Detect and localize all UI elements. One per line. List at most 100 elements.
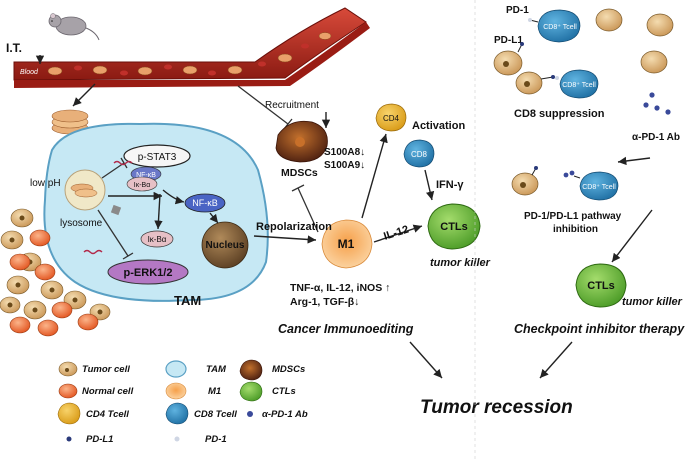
anti-pd1-antibodies: [643, 92, 671, 115]
tam-label: TAM: [174, 293, 201, 308]
blood-label: Blood: [20, 69, 39, 76]
cd8-tcell-mid: [559, 69, 599, 99]
legend-pd1-label: PD-1: [205, 434, 227, 445]
legend-pdl1-label: PD-L1: [86, 434, 113, 445]
perk-node: [107, 259, 189, 285]
cd8-tcell-top: [537, 9, 581, 43]
cd8-to-ctl-arrow: [424, 169, 435, 201]
tumor-cell-inhib: [511, 172, 539, 196]
inhibit-mdsc: [291, 184, 319, 233]
legend-pdl1-icon: [66, 436, 72, 442]
ctl-cell-right: [575, 263, 627, 308]
tumor-cell-top: [493, 50, 523, 76]
antibody-arrow: [617, 156, 651, 166]
repolarization-label: Repolarization: [256, 221, 332, 233]
inhibit-erk: [97, 209, 134, 260]
dna-icon-2: [83, 249, 103, 255]
legend: Tumor cell TAM MDSCs Normal cell M1 CTLs…: [57, 359, 308, 445]
activation-label: Activation: [412, 120, 465, 132]
legend-ctl-label: CTLs: [272, 386, 296, 397]
nucleus-label: Nucleus: [206, 240, 245, 251]
cd4-tcell: [375, 103, 407, 132]
mdsc-cell: [275, 120, 328, 163]
nucleus: [201, 221, 249, 269]
legend-m1-icon: [165, 382, 187, 400]
normal-cell-cluster: [9, 229, 99, 337]
particle-icon: [110, 204, 122, 216]
cd8-suppression-label: CD8 suppression: [514, 108, 605, 120]
legend-m1-label: M1: [208, 386, 221, 397]
it-label: I.T.: [6, 41, 22, 55]
s100a8-label: S100A8↓: [324, 147, 365, 158]
immunoediting-to-recession-arrow: [409, 341, 443, 379]
perk-label: p-ERK1/2: [124, 267, 173, 279]
legend-cd8-label: CD8 Tcell: [194, 409, 237, 420]
legend-anti-pd1-label: α-PD-1 Ab: [262, 409, 308, 420]
cytokines-up-label: TNF-α, IL-12, iNOS ↑: [290, 282, 390, 294]
mdscs-label: MDSCs: [281, 167, 318, 179]
pathway-inhibition-label-1: PD-1/PD-L1 pathway: [524, 211, 622, 222]
cd8-tcell: [403, 139, 435, 168]
cd8-tcell-inhib-label: CD8⁺ Tcell: [582, 184, 616, 191]
lysosome: [64, 169, 106, 211]
cd8-label: CD8: [411, 150, 428, 159]
m1-cell: [321, 219, 373, 269]
checkpoint-label: Checkpoint inhibitor therapy: [514, 322, 685, 336]
ctl-cell: [427, 203, 481, 250]
vessel-to-np-arrow: [72, 83, 96, 107]
low-ph-label: low pH: [30, 178, 61, 189]
legend-normal-label: Normal cell: [82, 386, 134, 397]
cd8-tcell-top-label: CD8⁺ Tcell: [543, 24, 577, 31]
ctls-right-label: CTLs: [587, 280, 615, 292]
legend-ctl-icon: [239, 381, 263, 402]
pathway-inhibition-label-2: inhibition: [553, 224, 598, 235]
legend-pd1-icon: [174, 436, 180, 442]
anti-pd1-label: α-PD-1 Ab: [632, 132, 680, 143]
nanoparticle-icon: [51, 109, 89, 135]
pdl1-top-label: PD-L1: [494, 35, 523, 46]
cd4-label: CD4: [383, 114, 400, 123]
legend-tam-icon: [165, 360, 187, 378]
legend-normal-icon: [58, 383, 78, 399]
ctls-label: CTLs: [440, 221, 468, 233]
pstat3-node: [123, 144, 191, 168]
m1-label: M1: [338, 237, 355, 251]
legend-mdsc-label: MDSCs: [272, 364, 305, 375]
mouse-icon: [48, 13, 100, 41]
ikba-node: [140, 230, 174, 248]
inhib-to-ctl-arrow: [611, 209, 653, 263]
ikba-label: Iκ-Bα: [148, 235, 167, 244]
tumor-cell-right-1: [595, 8, 623, 32]
pd1-top-label: PD-1: [506, 5, 529, 16]
tumor-recession-label: Tumor recession: [420, 397, 573, 418]
legend-cd4-icon: [57, 402, 81, 425]
blood-vessel: [13, 7, 370, 88]
il12-label: IL-12: [382, 224, 410, 243]
checkpoint-to-recession-arrow: [539, 341, 573, 379]
complex-to-ikba-arrow: [154, 193, 163, 230]
repolarization-arrow: [253, 235, 317, 244]
cd8-tcell-mid-label: CD8⁺ Tcell: [562, 82, 596, 89]
tumor-killer-right-label: tumor killer: [622, 296, 683, 308]
nfkb-complex-label: NF-κB: [136, 172, 156, 179]
m1-to-ctl-arrow: [373, 224, 423, 243]
inhibit-stat3: [101, 157, 128, 179]
nfkb-label: NF-κB: [192, 198, 218, 208]
dna-icon: [113, 160, 133, 166]
nfkb-to-nucleus-arrow: [209, 212, 219, 224]
legend-cd4-label: CD4 Tcell: [86, 409, 129, 420]
s100a9-label: S100A9↓: [324, 160, 365, 171]
legend-mdsc-icon: [239, 359, 263, 381]
nfkb-complex: [126, 166, 162, 192]
tumor-cell-mid: [515, 71, 543, 95]
recruitment-label: Recruitment: [265, 100, 319, 111]
legend-tumor-label: Tumor cell: [82, 364, 130, 375]
tumor-cell-right-2: [646, 13, 674, 37]
nfkb-node: [184, 193, 226, 213]
legend-tam-label: TAM: [206, 364, 227, 375]
pstat3-label: p-STAT3: [138, 152, 177, 163]
legend-anti-pd1-icon: [247, 411, 253, 417]
tumor-cell-right-3: [640, 50, 668, 74]
m1-to-cd4-arrow: [361, 133, 388, 219]
